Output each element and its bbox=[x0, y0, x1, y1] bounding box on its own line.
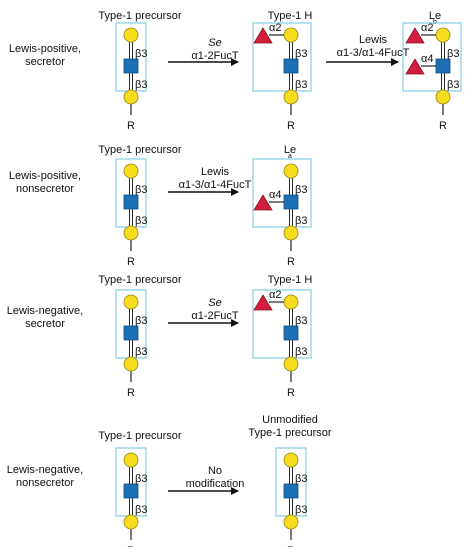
enzyme-label-no-modification: No modification bbox=[185, 465, 245, 490]
linkage-label-beta3: β3 bbox=[295, 184, 307, 196]
fucose-triangle bbox=[405, 58, 425, 75]
highlight-box bbox=[252, 158, 312, 228]
galactose-circle bbox=[123, 452, 139, 468]
linkage-label-beta3: β3 bbox=[135, 48, 147, 60]
highlight-box bbox=[252, 22, 312, 92]
galactose-circle bbox=[283, 294, 299, 310]
fucose-triangle bbox=[405, 27, 425, 44]
galactose-circle bbox=[435, 27, 451, 43]
glcnac-square bbox=[123, 483, 139, 499]
precursor-title: Type-1 precursor bbox=[98, 144, 182, 156]
linkage-label-beta3: β3 bbox=[295, 473, 307, 485]
root-label-r: R bbox=[287, 545, 295, 547]
glcnac-square bbox=[123, 194, 139, 210]
row-label-lewis-negative-nonsecretor: Lewis-negative, nonsecretor bbox=[6, 464, 84, 489]
enzyme-label-se: Se α1-2FucT bbox=[191, 37, 239, 62]
linkage-label-beta3: β3 bbox=[135, 346, 147, 358]
glcnac-square bbox=[283, 483, 299, 499]
linkage-label-beta3: β3 bbox=[135, 504, 147, 516]
precursor-title: Type-1 precursor bbox=[98, 274, 182, 286]
root-label-r: R bbox=[127, 387, 135, 399]
linkage-label-beta3: β3 bbox=[135, 473, 147, 485]
highlight-box bbox=[252, 289, 312, 359]
row-label-lewis-positive-secretor: Lewis-positive, secretor bbox=[8, 43, 82, 68]
galactose-circle bbox=[283, 27, 299, 43]
galactose-circle bbox=[123, 225, 139, 241]
galactose-circle bbox=[283, 163, 299, 179]
glcnac-square bbox=[123, 58, 139, 74]
fucose-triangle bbox=[253, 27, 273, 44]
precursor-title: Type-1 precursor bbox=[98, 10, 182, 22]
glcnac-square bbox=[283, 58, 299, 74]
linkage-label-beta3: β3 bbox=[295, 346, 307, 358]
enzyme-label-lewis: Lewis α1-3/α1-4FucT bbox=[336, 34, 410, 59]
row-label-lewis-negative-secretor: Lewis-negative, secretor bbox=[6, 305, 84, 330]
galactose-circle bbox=[283, 514, 299, 530]
galactose-circle bbox=[123, 356, 139, 372]
linkage-label-beta3: β3 bbox=[135, 184, 147, 196]
linkage-label-beta3: β3 bbox=[447, 79, 459, 91]
galactose-circle bbox=[123, 514, 139, 530]
linkage-label-beta3: β3 bbox=[295, 48, 307, 60]
root-label-r: R bbox=[287, 387, 295, 399]
linkage-label-beta3: β3 bbox=[295, 504, 307, 516]
row-label-lewis-positive-nonsecretor: Lewis-positive, nonsecretor bbox=[8, 170, 82, 195]
linkage-label-beta3: β3 bbox=[295, 215, 307, 227]
root-label-r: R bbox=[127, 120, 135, 132]
root-label-r: R bbox=[127, 256, 135, 268]
root-label-r: R bbox=[127, 545, 135, 547]
linkage-label-beta3: β3 bbox=[295, 315, 307, 327]
linkage-label-beta3: β3 bbox=[447, 48, 459, 60]
linkage-label-alpha2: α2 bbox=[269, 22, 281, 34]
precursor-title: Type-1 precursor bbox=[98, 430, 182, 442]
glcnac-square bbox=[283, 325, 299, 341]
highlight-box bbox=[402, 22, 462, 92]
linkage-label-alpha4: α4 bbox=[269, 189, 281, 201]
galactose-circle bbox=[123, 27, 139, 43]
linkage-label-alpha2: α2 bbox=[269, 289, 281, 301]
galactose-circle bbox=[283, 452, 299, 468]
linkage-label-beta3: β3 bbox=[135, 315, 147, 327]
product-title-type1h: Type-1 H bbox=[267, 274, 313, 286]
linkage-label-beta3: β3 bbox=[135, 215, 147, 227]
linkage-label-alpha4: α4 bbox=[421, 53, 433, 65]
product-title-unmodified: Unmodified Type-1 precursor bbox=[248, 414, 332, 439]
fucose-triangle bbox=[253, 194, 273, 211]
galactose-circle bbox=[123, 89, 139, 105]
galactose-circle bbox=[283, 356, 299, 372]
linkage-label-beta3: β3 bbox=[135, 79, 147, 91]
enzyme-label-se: Se α1-2FucT bbox=[191, 297, 239, 322]
product-title-type1h: Type-1 H bbox=[267, 10, 313, 22]
glcnac-square bbox=[435, 58, 451, 74]
galactose-circle bbox=[123, 163, 139, 179]
galactose-circle bbox=[283, 89, 299, 105]
glcnac-square bbox=[283, 194, 299, 210]
root-label-r: R bbox=[287, 120, 295, 132]
galactose-circle bbox=[123, 294, 139, 310]
linkage-label-alpha2: α2 bbox=[421, 22, 433, 34]
root-label-r: R bbox=[287, 256, 295, 268]
glcnac-square bbox=[123, 325, 139, 341]
fucose-triangle bbox=[253, 294, 273, 311]
galactose-circle bbox=[435, 89, 451, 105]
root-label-r: R bbox=[439, 120, 447, 132]
galactose-circle bbox=[283, 225, 299, 241]
linkage-label-beta3: β3 bbox=[295, 79, 307, 91]
